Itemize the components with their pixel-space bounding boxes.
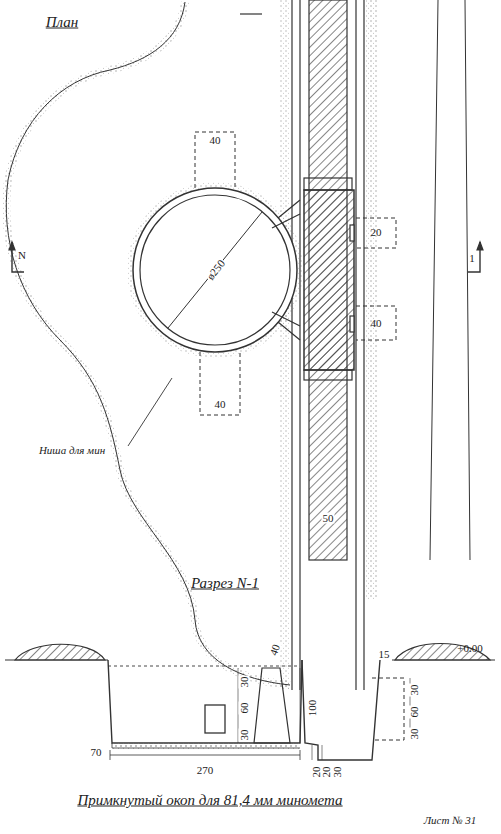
dimension: 40 — [371, 318, 382, 329]
dimension: 30 — [239, 729, 250, 742]
view-title: Разрез N-1 — [191, 576, 259, 591]
dimension: 100 — [307, 699, 318, 718]
dimension: 20 — [371, 227, 382, 238]
section-mark: 1 — [469, 253, 475, 264]
dimension: 15 — [379, 649, 390, 660]
dimension: 30 — [239, 676, 250, 689]
dimension: 40 — [210, 135, 221, 146]
dimension: 30 — [409, 684, 420, 697]
dimension: 40 — [214, 399, 227, 410]
view-title: План — [46, 15, 79, 30]
dimension: 60 — [409, 706, 420, 719]
dimension: 70 — [91, 747, 102, 758]
drawing-caption: Примкнутый окоп для 81,4 мм миномета — [77, 793, 342, 808]
level-mark: +0.00 — [457, 643, 482, 654]
sheet-number: Лист № 31 — [424, 815, 477, 826]
dimension: 20 — [321, 767, 332, 778]
dimension: 30 — [332, 767, 343, 778]
section-mark: N — [18, 250, 26, 261]
callout-label: Ниша для мин — [39, 445, 105, 456]
dimension: 270 — [197, 765, 214, 776]
dimension: 50 — [322, 513, 335, 524]
dimension: 60 — [239, 702, 250, 715]
dimension: 30 — [409, 728, 420, 741]
